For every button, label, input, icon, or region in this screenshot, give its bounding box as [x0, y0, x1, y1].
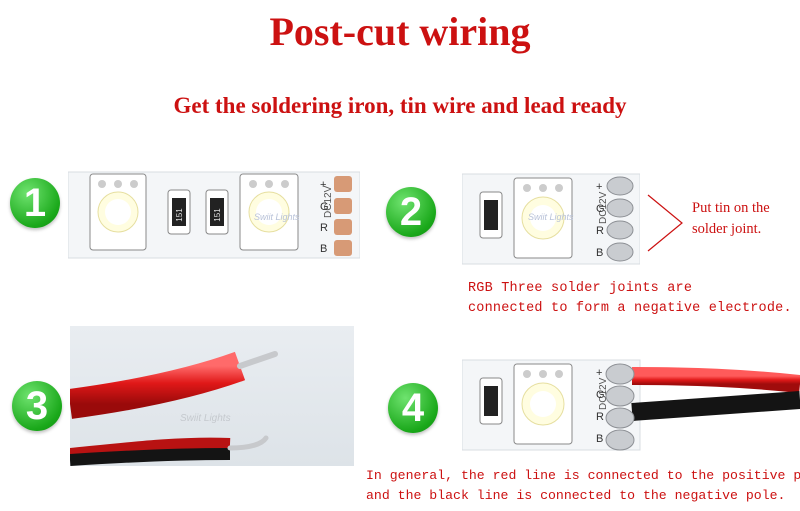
- step-2-photo: Swiit Lights DC12V + G R B: [462, 173, 640, 265]
- step-3-badge: 3: [12, 381, 62, 431]
- pad-label-r-4: R: [596, 411, 604, 423]
- step-2-caption-line1: RGB Three solder joints are: [468, 281, 693, 296]
- pad-label-g-2: G: [596, 203, 605, 215]
- pad-label-plus-1: +: [320, 179, 326, 191]
- step-2-caption-line2: connected to form a negative electrode.: [468, 301, 792, 316]
- pad-label-plus-4: +: [596, 367, 602, 379]
- resistor-2: [205, 189, 229, 235]
- step-1-badge: 1: [10, 178, 60, 228]
- led-chip-2: [239, 173, 299, 251]
- red-wire-soldered: [631, 367, 800, 393]
- photo-3-watermark: Swiit Lights: [180, 413, 231, 424]
- step-4-note-line2: and the black line is connected to the n…: [366, 488, 786, 503]
- step-2-badge: 2: [386, 187, 436, 237]
- step-4-photo: DC12V + G R B: [462, 359, 800, 451]
- resistor-code-2: 151: [213, 208, 222, 222]
- resistor-code-1: 151: [175, 208, 184, 222]
- pad-label-r-1: R: [320, 222, 328, 234]
- pad-label-r-2: R: [596, 225, 604, 237]
- strip-brand-1: Swiit Lights: [254, 212, 300, 222]
- black-wire-soldered: [631, 391, 800, 421]
- red-wire: [70, 351, 278, 419]
- led-chip-4: [513, 363, 573, 445]
- step-4-badge: 4: [388, 383, 438, 433]
- page-title: Post-cut wiring: [269, 9, 531, 54]
- copper-pads-1: [334, 176, 352, 256]
- resistor-4: [479, 377, 503, 425]
- black-wire: [70, 435, 269, 466]
- led-chip-1: [89, 173, 147, 251]
- pad-label-g-4: G: [596, 389, 605, 401]
- resistor-1: [167, 189, 191, 235]
- pad-label-b-4: B: [596, 433, 603, 445]
- strip-voltage-4: DC12V: [598, 377, 609, 410]
- strip-voltage-2: DC12V: [598, 191, 609, 224]
- tinned-pads: [606, 176, 634, 262]
- step-1-photo: 151 151 Swiit Lights DC12V + G R B: [68, 171, 360, 259]
- pad-label-plus-2: +: [596, 181, 602, 193]
- led-chip-3: [513, 177, 573, 259]
- callout-bracket-icon: [647, 194, 683, 252]
- resistor-3: [479, 191, 503, 239]
- solder-joints: [605, 363, 635, 451]
- strip-brand-2: Swiit Lights: [528, 212, 574, 222]
- step-3-photo: Swiit Lights: [70, 326, 354, 466]
- page-subtitle: Get the soldering iron, tin wire and lea…: [173, 93, 627, 118]
- pad-label-g-1: G: [320, 201, 329, 213]
- pad-label-b-1: B: [320, 243, 327, 255]
- step-4-note-line1: In general, the red line is connected to…: [366, 468, 800, 483]
- strip-voltage-1: DC12V: [323, 185, 334, 218]
- pad-label-b-2: B: [596, 247, 603, 259]
- step-2-note-line1: Put tin on the: [692, 200, 770, 216]
- step-2-note-line2: solder joint.: [692, 221, 762, 237]
